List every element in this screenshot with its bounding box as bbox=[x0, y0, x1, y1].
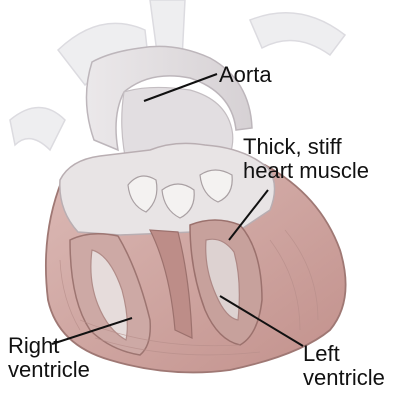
label-thick-stiff-heart-muscle: Thick, stiff heart muscle bbox=[243, 135, 369, 183]
label-left-line-1: Left bbox=[303, 342, 385, 366]
label-aorta: Aorta bbox=[219, 63, 272, 87]
label-right-line-2: ventricle bbox=[8, 358, 90, 382]
label-left-line-2: ventricle bbox=[303, 366, 385, 390]
label-thick-line-1: Thick, stiff bbox=[243, 135, 369, 159]
label-left-ventricle: Left ventricle bbox=[303, 342, 385, 390]
label-aorta-line: Aorta bbox=[219, 63, 272, 87]
label-right-line-1: Right bbox=[8, 334, 90, 358]
label-right-ventricle: Right ventricle bbox=[8, 334, 90, 382]
label-thick-line-2: heart muscle bbox=[243, 159, 369, 183]
